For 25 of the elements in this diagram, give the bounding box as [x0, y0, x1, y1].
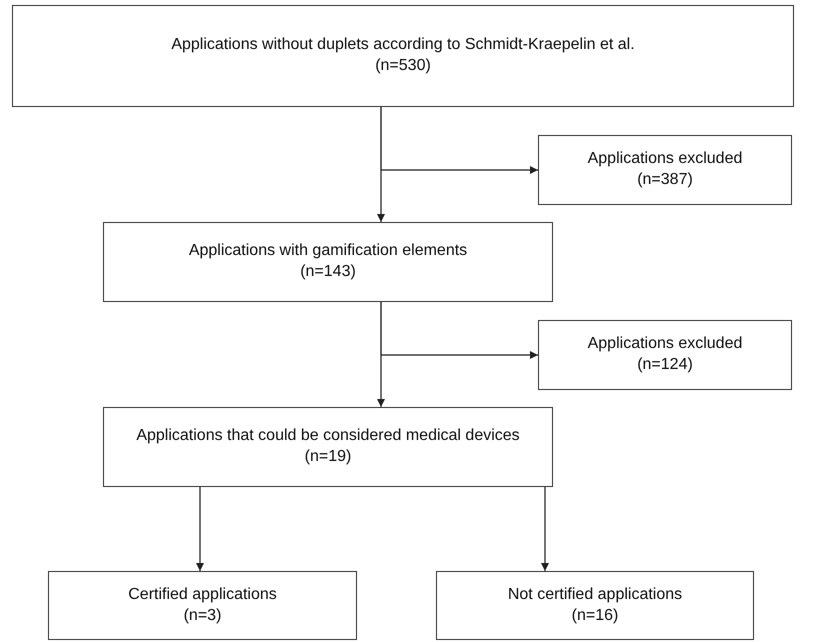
box-text: (n=143): [300, 262, 356, 282]
process-box: [436, 571, 754, 640]
box-text: (n=3): [184, 606, 222, 626]
process-box: [12, 5, 794, 107]
box-text: Applications without duplets according to Schmidt-Kraepelin et al.: [171, 35, 635, 56]
box-text: Applications excluded: [588, 149, 742, 170]
process-box: [48, 571, 357, 640]
arrow: [541, 487, 549, 571]
box-text: (n=530): [375, 56, 431, 76]
arrow: [380, 107, 538, 174]
box-text: (n=16): [572, 606, 618, 626]
arrow: [380, 302, 538, 359]
box-text: Certified applications: [128, 584, 277, 605]
box-text: Applications excluded: [588, 334, 742, 354]
process-box: [103, 222, 553, 302]
process-box: [538, 320, 792, 390]
box-text: Not certified applications: [508, 584, 682, 605]
box-text: Applications that could be considered medical devices: [136, 426, 520, 446]
box-text: Applications with gamification elements: [188, 241, 468, 262]
box-text: (n=124): [637, 355, 693, 375]
box-text: (n=387): [637, 170, 693, 190]
process-box: [538, 135, 792, 205]
arrow: [196, 487, 204, 571]
box-text: (n=19): [304, 447, 352, 467]
process-box: [103, 407, 553, 487]
